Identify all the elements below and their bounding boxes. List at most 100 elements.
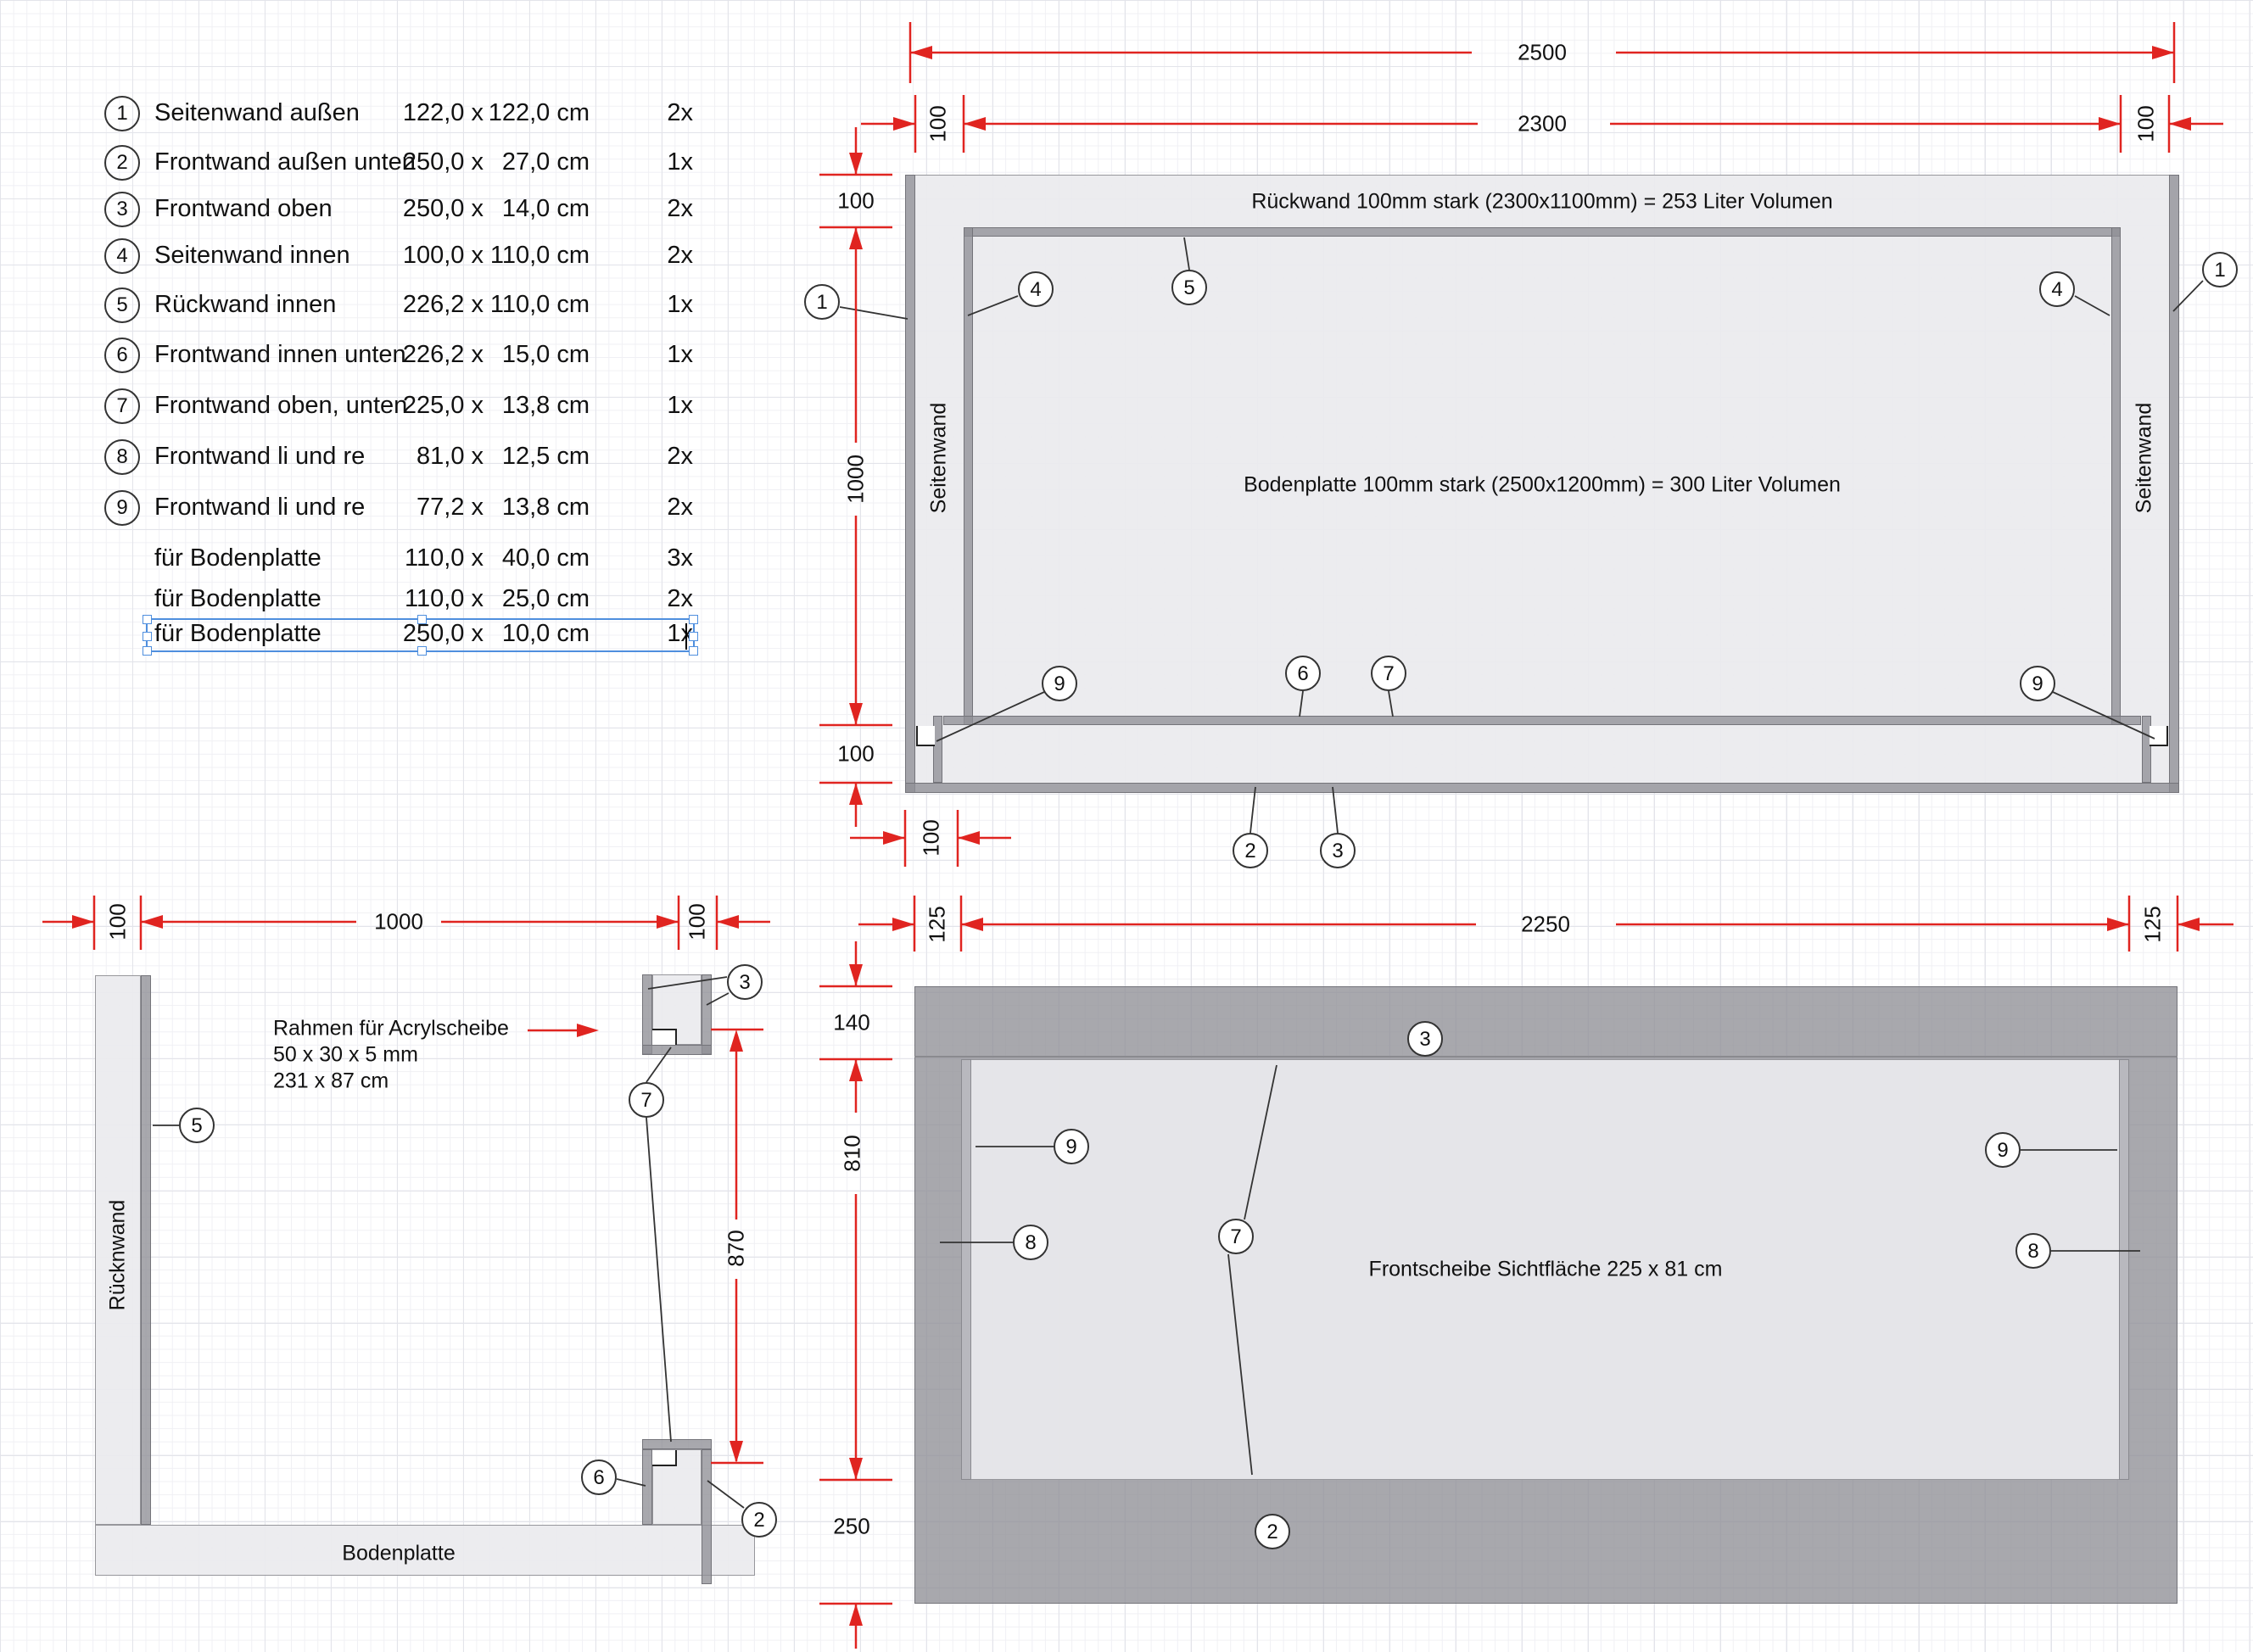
- callout-1[interactable]: 1: [804, 284, 840, 320]
- leader-line: [1332, 786, 1339, 834]
- dimension-label[interactable]: 100: [837, 187, 875, 214]
- callout-9[interactable]: 9: [1042, 666, 1077, 701]
- part-name: Frontwand oben, unten: [154, 392, 408, 419]
- callout-7[interactable]: 7: [1218, 1219, 1254, 1254]
- callout-9[interactable]: 9: [1054, 1129, 1089, 1164]
- dimension-arrowhead: [958, 831, 980, 845]
- rahmen-note-line3[interactable]: 231 x 87 cm: [273, 1069, 389, 1093]
- rahmen-note-line1[interactable]: Rahmen für Acrylscheibe: [273, 1016, 509, 1041]
- part-quantity: 1x: [667, 392, 693, 419]
- dimension-label[interactable]: 1000: [842, 455, 869, 504]
- part-dimension-height: 15,0 cm: [501, 341, 590, 368]
- dimension-label[interactable]: 1000: [374, 908, 423, 935]
- part-quantity: 2x: [667, 494, 693, 521]
- seitenwand-innen-right[interactable]: [2111, 227, 2121, 725]
- part-quantity: 1x: [667, 341, 693, 368]
- acryl-corner-bracket-right[interactable]: [2150, 726, 2168, 746]
- selection-handle-nw[interactable]: [143, 615, 152, 624]
- leader-line: [1249, 786, 1256, 834]
- selection-handle-n[interactable]: [417, 615, 427, 624]
- callout-6[interactable]: 6: [1285, 656, 1321, 691]
- dimension-label[interactable]: 100: [925, 105, 951, 142]
- bodenplatte-panel[interactable]: [95, 1525, 755, 1576]
- window-edge-right[interactable]: [2119, 1059, 2129, 1480]
- seitenwand-aussen-right[interactable]: [2169, 175, 2179, 793]
- callout-5[interactable]: 5: [1171, 270, 1207, 305]
- dimension-label[interactable]: 100: [2133, 105, 2159, 142]
- seitenwand-label-right[interactable]: Seitenwand: [2132, 402, 2156, 514]
- part-name: Seitenwand außen: [154, 99, 360, 126]
- dimension-label[interactable]: 2500: [1518, 39, 1567, 65]
- callout-1[interactable]: 1: [2202, 252, 2238, 287]
- frontwand-aussen-unten-bar[interactable]: [702, 1449, 712, 1584]
- callout-8[interactable]: 8: [2015, 1233, 2051, 1269]
- callout-3[interactable]: 3: [1407, 1021, 1443, 1057]
- callout-3[interactable]: 3: [1320, 833, 1356, 868]
- acryl-corner-bracket-left[interactable]: [916, 726, 935, 746]
- dimension-label[interactable]: 250: [833, 1513, 870, 1539]
- dimension-label[interactable]: 140: [833, 1009, 870, 1035]
- rueckwand-aussen-panel[interactable]: [95, 975, 141, 1525]
- dimension-label[interactable]: 100: [918, 819, 944, 857]
- dimension-arrowhead: [141, 915, 163, 929]
- callout-9[interactable]: 9: [1985, 1132, 2021, 1168]
- dimension-label[interactable]: 810: [839, 1135, 865, 1172]
- dimension-label[interactable]: 870: [723, 1230, 749, 1267]
- frame-bottom-cap[interactable]: [642, 1439, 712, 1449]
- dimension-label[interactable]: 125: [2139, 906, 2166, 943]
- part-dimension-height: 110,0 cm: [489, 291, 590, 318]
- bodenplatte-label-section[interactable]: Bodenplatte: [342, 1541, 456, 1565]
- callout-5[interactable]: 5: [179, 1108, 215, 1143]
- dimension-label[interactable]: 100: [837, 740, 875, 767]
- selection-handle-sw[interactable]: [143, 646, 152, 656]
- dimension-arrowhead: [910, 46, 932, 59]
- frame-top-right-bar[interactable]: [702, 974, 712, 1054]
- callout-4[interactable]: 4: [2039, 271, 2075, 307]
- callout-8[interactable]: 8: [1013, 1225, 1048, 1260]
- dimension-label[interactable]: 100: [104, 903, 131, 940]
- selection-handle-se[interactable]: [689, 646, 698, 656]
- frontscheibe-window[interactable]: [961, 1059, 2129, 1480]
- frame-top-cap[interactable]: [642, 1045, 712, 1055]
- callout-9[interactable]: 9: [2020, 666, 2055, 701]
- selection-handle-ne[interactable]: [689, 615, 698, 624]
- dimension-label[interactable]: 125: [924, 906, 950, 943]
- dimension-label[interactable]: 100: [684, 903, 710, 940]
- dimension-label[interactable]: 2250: [1521, 911, 1570, 937]
- frontwand-aussen-unten-strip[interactable]: [905, 783, 2179, 793]
- callout-2[interactable]: 2: [741, 1502, 777, 1538]
- selection-handle-w[interactable]: [143, 632, 152, 641]
- frontscheibe-label[interactable]: Frontscheibe Sichtfläche 225 x 81 cm: [1368, 1257, 1723, 1281]
- callout-6[interactable]: 6: [581, 1459, 617, 1495]
- acryl-profile-bottom[interactable]: [652, 1450, 677, 1466]
- bodenplatte-volume-label[interactable]: Bodenplatte 100mm stark (2500x1200mm) = …: [1244, 472, 1841, 497]
- frontwand-innen-unten-strip[interactable]: [943, 716, 2141, 725]
- callout-2[interactable]: 2: [1233, 833, 1268, 868]
- rueckwand-label-section[interactable]: Rücknwand: [105, 1199, 130, 1311]
- rueckwand-volume-label[interactable]: Rückwand 100mm stark (2300x1100mm) = 253…: [1251, 189, 1833, 214]
- dimension-label[interactable]: 2300: [1518, 110, 1567, 137]
- part-dimension-width: 250,0 x: [402, 620, 484, 647]
- seitenwand-aussen-left[interactable]: [905, 175, 915, 793]
- frame-top-left-bar[interactable]: [642, 974, 652, 1054]
- window-edge-left[interactable]: [961, 1059, 971, 1480]
- part-dimension-height: 14,0 cm: [501, 195, 590, 222]
- rueckwand-innen-strip[interactable]: [964, 227, 2121, 237]
- rueckwand-innen-panel[interactable]: [141, 975, 151, 1525]
- bodenplatte-top-view[interactable]: [905, 175, 2179, 793]
- acryl-profile-top[interactable]: [652, 1029, 677, 1045]
- callout-7[interactable]: 7: [1371, 656, 1406, 691]
- callout-4[interactable]: 4: [1018, 271, 1054, 307]
- selection-handle-e[interactable]: [689, 632, 698, 641]
- selection-handle-s[interactable]: [417, 646, 427, 656]
- frontwand-innen-unten-bar[interactable]: [642, 1449, 652, 1525]
- callout-3[interactable]: 3: [727, 964, 763, 1000]
- rahmen-note-line2[interactable]: 50 x 30 x 5 mm: [273, 1042, 418, 1067]
- seitenwand-label-left[interactable]: Seitenwand: [926, 402, 951, 514]
- selected-object-outline[interactable]: [143, 615, 698, 656]
- dimension-arrowhead: [892, 918, 914, 931]
- callout-2[interactable]: 2: [1255, 1514, 1290, 1549]
- callout-7[interactable]: 7: [629, 1082, 664, 1118]
- seitenwand-innen-left[interactable]: [964, 227, 973, 725]
